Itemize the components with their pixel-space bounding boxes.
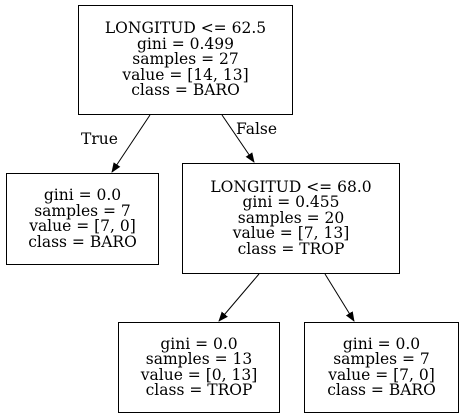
samples-count: samples = 7 bbox=[34, 201, 131, 220]
samples-count: samples = 7 bbox=[333, 350, 430, 368]
edge-label-true: True bbox=[81, 130, 118, 148]
edge-right-to-right-left bbox=[218, 273, 260, 322]
tree-node-right-right-leaf: gini = 0.0 samples = 7 value = [7, 0] cl… bbox=[304, 322, 459, 413]
class-label: class = BARO bbox=[327, 381, 436, 399]
samples-count: samples = 20 bbox=[237, 208, 345, 227]
class-values: value = [7, 13] bbox=[232, 224, 350, 243]
split-rule: LONGITUD <= 62.5 bbox=[104, 19, 267, 38]
class-label: class = TROP bbox=[237, 239, 345, 258]
class-label: class = BARO bbox=[131, 81, 240, 100]
gini-value: gini = 0.455 bbox=[242, 193, 340, 212]
edge-root-to-right bbox=[221, 114, 255, 163]
class-values: value = [0, 13] bbox=[140, 365, 258, 384]
samples-count: samples = 27 bbox=[132, 50, 239, 69]
gini-value: gini = 0.0 bbox=[160, 334, 238, 353]
split-rule: LONGITUD <= 68.0 bbox=[210, 177, 372, 196]
tree-node-right-left-leaf: gini = 0.0 samples = 13 value = [0, 13] … bbox=[118, 322, 280, 413]
gini-value: gini = 0.499 bbox=[136, 34, 235, 53]
samples-count: samples = 13 bbox=[145, 350, 253, 368]
gini-value: gini = 0.0 bbox=[43, 186, 122, 204]
class-label: class = BARO bbox=[28, 232, 137, 251]
tree-node-right: LONGITUD <= 68.0 gini = 0.455 samples = … bbox=[182, 163, 400, 274]
class-label: class = TROP bbox=[145, 381, 253, 399]
class-values: value = [7, 0] bbox=[328, 365, 435, 384]
class-values: value = [7, 0] bbox=[29, 217, 136, 235]
edge-right-to-right-right bbox=[324, 273, 355, 322]
gini-value: gini = 0.0 bbox=[342, 334, 421, 353]
class-values: value = [14, 13] bbox=[122, 65, 249, 84]
tree-node-left-leaf: gini = 0.0 samples = 7 value = [7, 0] cl… bbox=[6, 173, 159, 265]
edge-label-false: False bbox=[236, 120, 278, 138]
tree-node-root: LONGITUD <= 62.5 gini = 0.499 samples = … bbox=[78, 5, 293, 115]
edge-root-to-left bbox=[111, 114, 151, 173]
